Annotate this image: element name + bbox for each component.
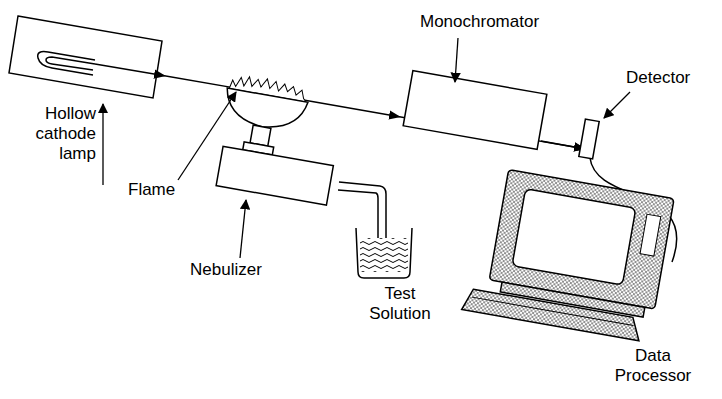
- computer: [462, 166, 674, 343]
- data-processor-label: Data Processor: [598, 346, 708, 386]
- monochromator-box: [403, 71, 547, 150]
- test-solution-beaker: [356, 228, 412, 278]
- light-beam-exit: [541, 141, 580, 148]
- lamp-label: Hollow cathode lamp: [30, 104, 96, 164]
- hollow-cathode-lamp: [9, 16, 162, 98]
- monochromator-label: Monochromator: [420, 12, 560, 32]
- nebulizer-label: Nebulizer: [190, 260, 290, 280]
- leader-arrows: [103, 38, 630, 258]
- flame-label: Flame: [128, 180, 188, 200]
- detector-label: Detector: [626, 68, 716, 88]
- burner: [210, 72, 346, 205]
- detector: [579, 119, 599, 159]
- test-solution-label: Test Solution: [362, 284, 438, 324]
